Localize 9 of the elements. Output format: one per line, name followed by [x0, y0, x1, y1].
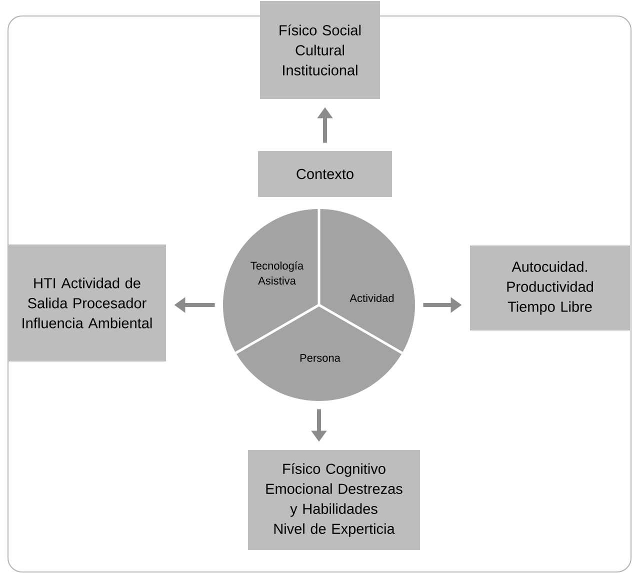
text-box: Físico Cognitivo Emocional Destrezas y Habilidades Nivel de Experticia: [248, 450, 420, 550]
text-box: Contexto: [258, 151, 392, 197]
sector-label: Tecnología Asistiva: [250, 261, 304, 285]
sector-label: Actividad: [350, 294, 394, 302]
text-box: Físico Social Cultural Institucional: [260, 1, 380, 99]
text-box: HTI Actividad de Salida Procesador Influencia Ambiental: [8, 244, 166, 362]
sector-label: Persona: [300, 354, 340, 362]
pie-circle: [223, 209, 415, 401]
text-box: Autocuidad. Productividad Tiempo Libre: [470, 246, 630, 330]
